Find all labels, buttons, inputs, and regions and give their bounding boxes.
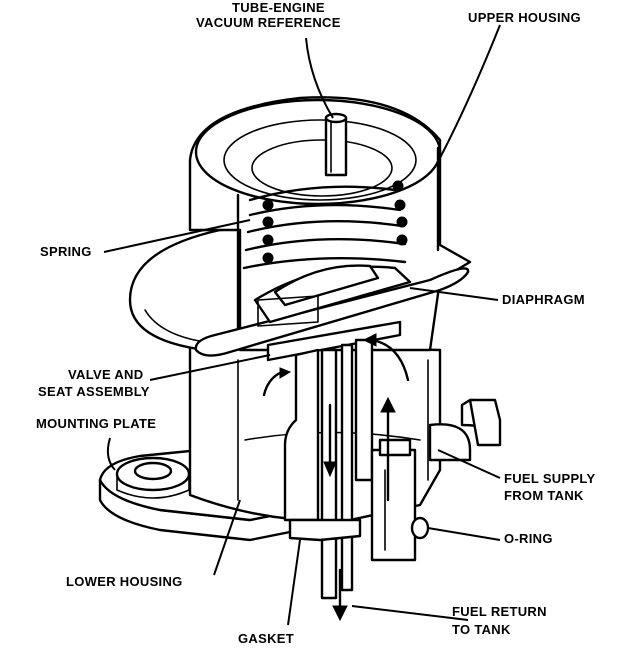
fuel-supply-fitting	[370, 398, 502, 562]
upper-housing	[128, 96, 472, 352]
label-fuel-return-2: TO TANK	[452, 622, 511, 637]
label-valve-1: VALVE AND	[68, 367, 143, 382]
label-spring: SPRING	[40, 244, 92, 259]
vacuum-tube	[324, 112, 348, 177]
spring	[242, 180, 408, 270]
leader-lines	[103, 24, 501, 626]
gasket	[288, 518, 362, 542]
o-ring	[410, 516, 430, 540]
label-fuel-return-1: FUEL RETURN	[452, 604, 547, 619]
label-mounting-plate: MOUNTING PLATE	[36, 416, 156, 431]
label-fuel-supply-2: FROM TANK	[504, 488, 584, 503]
diaphragm	[194, 264, 470, 357]
flow-arrows	[262, 333, 410, 622]
label-diaphragm: DIAPHRAGM	[502, 292, 585, 307]
label-fuel-supply-1: FUEL SUPPLY	[504, 471, 595, 486]
label-lower-housing: LOWER HOUSING	[66, 574, 183, 589]
label-o-ring: O-RING	[504, 531, 553, 546]
label-tube-engine-1: TUBE-ENGINE	[232, 0, 325, 15]
label-valve-2: SEAT ASSEMBLY	[38, 384, 150, 399]
label-upper-housing: UPPER HOUSING	[468, 10, 581, 25]
label-tube-engine-2: VACUUM REFERENCE	[196, 15, 341, 30]
label-gasket: GASKET	[238, 631, 294, 646]
